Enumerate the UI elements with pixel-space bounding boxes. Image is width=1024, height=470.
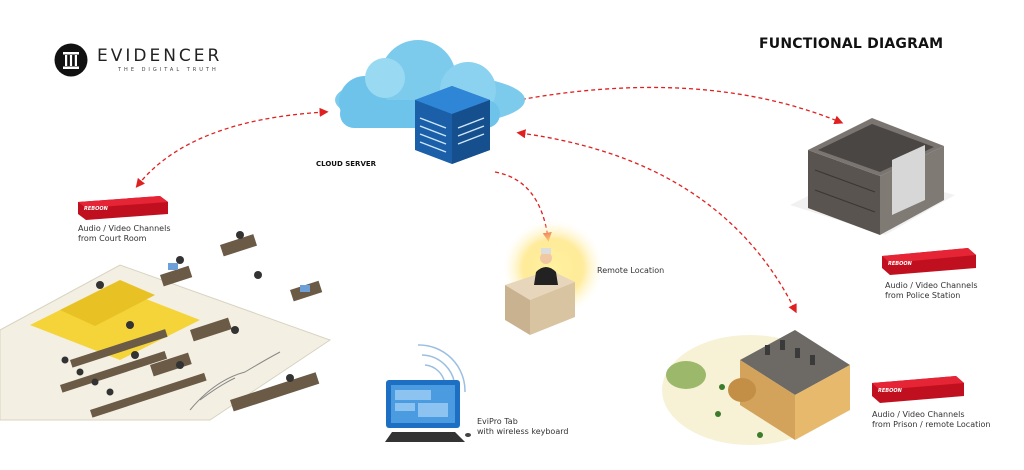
court-room-recorder-device: REBOON [78, 196, 168, 220]
police-recorder-device: REBOON [882, 248, 976, 275]
tablet-label: EviPro Tab with wireless keyboard [477, 417, 569, 436]
pillar-logo-icon [54, 43, 88, 77]
prison-recorder-device: REBOON [872, 376, 964, 403]
prison-building-icon [662, 330, 850, 445]
connector-cloud-court [135, 107, 329, 188]
cloud-server-label: CLOUD SERVER [316, 160, 377, 168]
connector-cloud-prison [516, 129, 797, 314]
badge-label: REBOON [878, 388, 903, 394]
police-station-label: Audio / Video Channels from Police Stati… [885, 281, 978, 300]
remote-location-label: Remote Location [597, 266, 665, 275]
badge-label: REBOON [888, 261, 913, 267]
badge-label: REBOON [84, 206, 109, 212]
connector-cloud-police [504, 86, 844, 125]
cloud-server-icon [335, 40, 525, 164]
court-room-illustration [0, 231, 332, 421]
brand-name: EVIDENCER [97, 46, 223, 66]
remote-location-illustration [503, 220, 603, 335]
diagram-title: FUNCTIONAL DIAGRAM [759, 36, 944, 52]
court-room-label: Audio / Video Channels from Court Room [78, 224, 171, 243]
prison-label: Audio / Video Channels from Prison / rem… [872, 410, 991, 429]
brand-tagline: THE DIGITAL TRUTH [118, 67, 219, 73]
evipro-tablet-icon [385, 344, 471, 442]
police-station-building-icon [790, 118, 955, 235]
